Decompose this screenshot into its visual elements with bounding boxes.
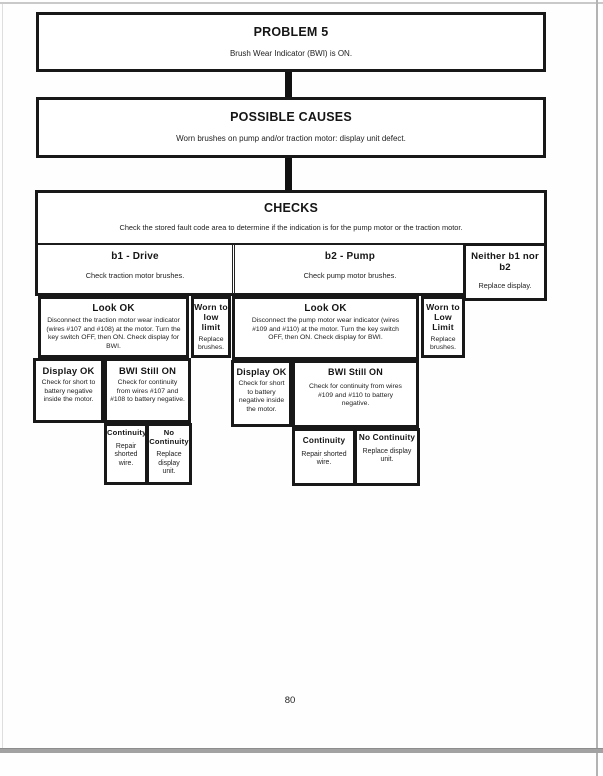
- causes-title: POSSIBLE CAUSES: [230, 110, 352, 124]
- b1-bwi-still-on-box: BWI Still ON Check for continuity from w…: [104, 358, 191, 423]
- b1-bwi-still-on-body: Check for continuity from wires #107 and…: [110, 379, 185, 404]
- b1-display-ok-body: Check for short to battery negative insi…: [41, 379, 96, 404]
- b2-display-ok-box: Display OK Check for short to battery ne…: [231, 360, 292, 427]
- neither-title: Neither b1 nor b2: [471, 251, 539, 273]
- b2-no-continuity-title: No Continuity: [358, 433, 416, 442]
- b2-continuity-body: Repair shorted wire.: [301, 450, 347, 467]
- b2-worn-limit-body: Replace brushes.: [429, 336, 457, 352]
- b1-continuity-box: Continuity Repair shorted wire.: [104, 423, 148, 485]
- checks-title: CHECKS: [264, 201, 318, 215]
- b1-continuity-body: Repair shorted wire.: [114, 442, 138, 467]
- b1-continuity-title: Continuity: [107, 428, 147, 437]
- b1-look-ok-box: Look OK Disconnect the traction motor we…: [38, 296, 189, 358]
- b1-title: b1 - Drive: [111, 251, 159, 262]
- b1-display-ok-box: Display OK Check for short to battery ne…: [33, 358, 104, 423]
- b1-look-ok-body: Disconnect the traction motor wear indic…: [46, 317, 181, 350]
- causes-subtitle: Worn brushes on pump and/or traction mot…: [176, 134, 406, 143]
- b1-subtitle: Check traction motor brushes.: [85, 271, 185, 280]
- b1-worn-limit-title: Worn to low limit: [194, 302, 228, 332]
- problem-box: PROBLEM 5 Brush Wear Indicator (BWI) is …: [36, 12, 546, 72]
- b1-display-ok-title: Display OK: [42, 365, 95, 376]
- scan-right-edge: [596, 0, 598, 776]
- b2-bwi-still-on-title: BWI Still ON: [328, 367, 383, 377]
- checks-box: CHECKS Check the stored fault code area …: [35, 190, 547, 296]
- b2-title: b2 - Pump: [324, 251, 376, 262]
- problem-title: PROBLEM 5: [253, 25, 329, 39]
- b1-no-continuity-title: No Continuity: [149, 428, 189, 446]
- problem-subtitle: Brush Wear Indicator (BWI) is ON.: [229, 49, 353, 58]
- b2-bwi-still-on-body: Check for continuity from wires #109 and…: [309, 383, 402, 408]
- b1-worn-limit-box: Worn to low limit Replace brushes.: [191, 296, 231, 358]
- b2-subtitle: Check pump motor brushes.: [303, 271, 397, 280]
- checks-header: CHECKS Check the stored fault code area …: [38, 193, 544, 245]
- b2-look-ok-title: Look OK: [304, 303, 347, 314]
- branch-b1-drive: b1 - Drive Check traction motor brushes.: [38, 245, 235, 294]
- b1-worn-limit-body: Replace brushes.: [197, 336, 225, 352]
- b2-continuity-box: Continuity Repair shorted wire.: [292, 428, 356, 486]
- b2-worn-limit-title: Worn to Low Limit: [426, 302, 460, 332]
- branch-neither-box: Neither b1 nor b2 Replace display.: [463, 243, 547, 301]
- b2-display-ok-body: Check for short to battery negative insi…: [238, 380, 285, 413]
- b1-look-ok-title: Look OK: [92, 303, 135, 314]
- b1-no-continuity-body: Replace display unit.: [156, 451, 182, 476]
- connector-causes-checks: [285, 158, 292, 191]
- scan-page-break: [0, 748, 603, 753]
- checks-subtitle: Check the stored fault code area to dete…: [119, 223, 463, 232]
- connector-problem-causes: [285, 72, 292, 97]
- b2-bwi-still-on-box: BWI Still ON Check for continuity from w…: [292, 360, 419, 428]
- scan-top-edge: [0, 2, 603, 4]
- b2-continuity-title: Continuity: [302, 436, 346, 445]
- b2-no-continuity-body: Replace display unit.: [362, 447, 412, 464]
- b2-no-continuity-box: No Continuity Replace display unit.: [354, 428, 420, 486]
- b1-no-continuity-box: No Continuity Replace display unit.: [146, 423, 192, 485]
- b2-look-ok-box: Look OK Disconnect the pump motor wear i…: [232, 296, 419, 360]
- b1-bwi-still-on-title: BWI Still ON: [118, 365, 177, 376]
- scan-left-edge: [2, 4, 3, 748]
- page-number: 80: [284, 695, 296, 706]
- b2-display-ok-title: Display OK: [236, 367, 287, 377]
- causes-box: POSSIBLE CAUSES Worn brushes on pump and…: [36, 97, 546, 158]
- neither-body: Replace display.: [478, 281, 532, 290]
- b2-worn-limit-box: Worn to Low Limit Replace brushes.: [421, 296, 465, 358]
- branch-b2-pump: b2 - Pump Check pump motor brushes.: [235, 245, 468, 294]
- b2-look-ok-body: Disconnect the pump motor wear indicator…: [251, 317, 400, 342]
